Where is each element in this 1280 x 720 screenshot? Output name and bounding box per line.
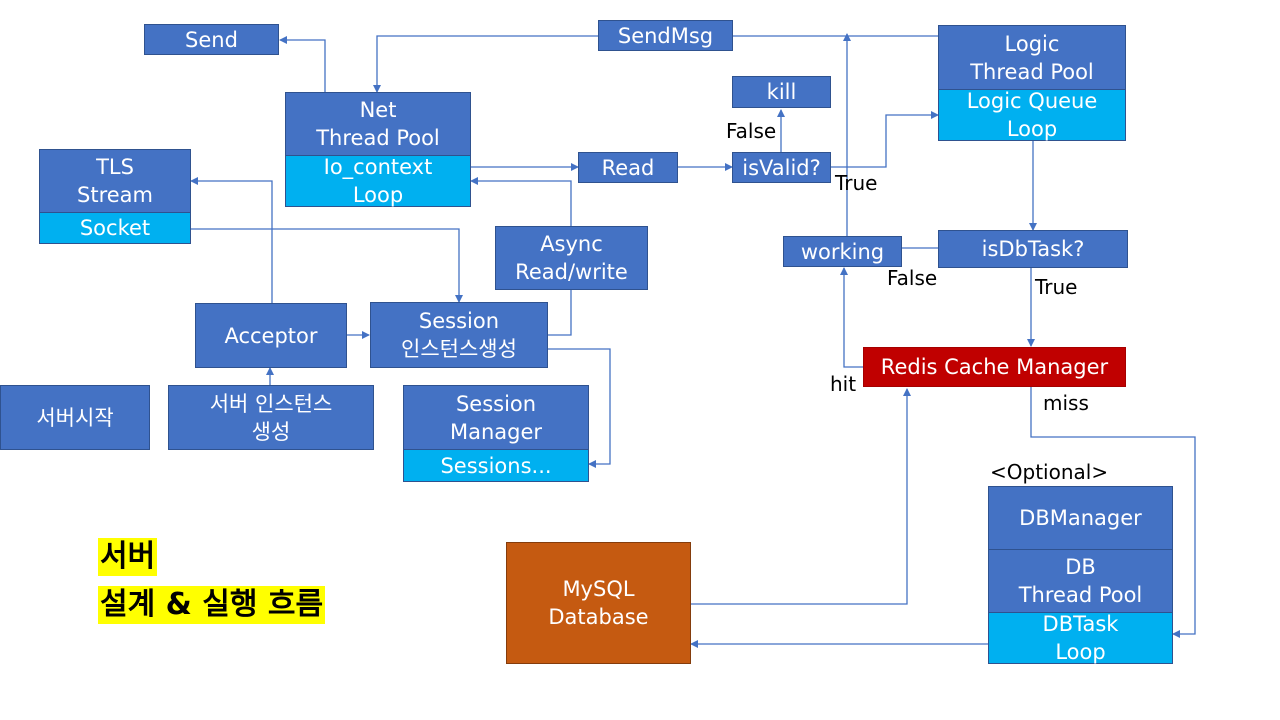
redis-cache-manager-box: Redis Cache Manager (863, 347, 1126, 387)
connector-mysql-to-redis (691, 388, 911, 605)
kill-box: kill (732, 76, 831, 108)
logic-thread-pool-box: Logic Thread Pool (938, 25, 1126, 90)
working-box: working (783, 236, 902, 267)
connector-net-to-send (279, 36, 326, 92)
async-read-write-box: Async Read/write (495, 226, 648, 290)
sessions-box: Sessions... (403, 449, 589, 482)
logic-queue-loop-box: Logic Queue Loop (938, 89, 1126, 141)
server-start-box: 서버시작 (0, 385, 150, 450)
send-box: Send (144, 24, 279, 55)
tls-stream-box: TLS Stream (39, 149, 191, 213)
connector-redis-hit-to-working (840, 267, 863, 368)
io-context-loop-box: Io_context Loop (285, 155, 471, 207)
connector-session-to-manager (548, 348, 611, 468)
dbtask-true-label: True (1035, 275, 1078, 299)
kill-false-label: False (726, 119, 777, 143)
connector-acceptor-to-tls (190, 177, 273, 303)
socket-box: Socket (39, 212, 191, 244)
dbtask-loop-box: DBTask Loop (988, 612, 1173, 664)
is-valid-box: isValid? (732, 152, 831, 183)
connector-session-to-async (548, 290, 572, 336)
connector-async-to-io (470, 177, 572, 226)
miss-label: miss (1043, 391, 1089, 415)
connector-isvalid-to-logic (831, 111, 939, 168)
working-false-label: False (887, 266, 938, 290)
valid-true-label: True (835, 171, 878, 195)
mysql-database-box: MySQL Database (506, 542, 691, 664)
hit-label: hit (830, 372, 857, 396)
session-manager-box: Session Manager (403, 385, 589, 450)
server-instance-box: 서버 인스턴스 생성 (168, 385, 374, 450)
db-thread-pool-box: DB Thread Pool (988, 549, 1173, 613)
session-instance-box: Session 인스턴스생성 (370, 302, 548, 368)
is-db-task-box: isDbTask? (938, 230, 1128, 268)
net-thread-pool-box: Net Thread Pool (285, 92, 471, 156)
connector-sendmsg-to-net (373, 35, 598, 93)
diagram-title-line1: 서버 (98, 538, 158, 576)
db-manager-box: DBManager (988, 486, 1173, 550)
connector-redis-miss-to-dbtask (1030, 387, 1196, 638)
optional-label: <Optional> (990, 460, 1109, 484)
read-box: Read (578, 152, 678, 183)
send-msg-box: SendMsg (598, 20, 733, 51)
acceptor-box: Acceptor (195, 303, 347, 368)
diagram-title-line2: 설계 & 실행 흐름 (98, 586, 326, 624)
connector-socket-to-session (190, 228, 463, 303)
